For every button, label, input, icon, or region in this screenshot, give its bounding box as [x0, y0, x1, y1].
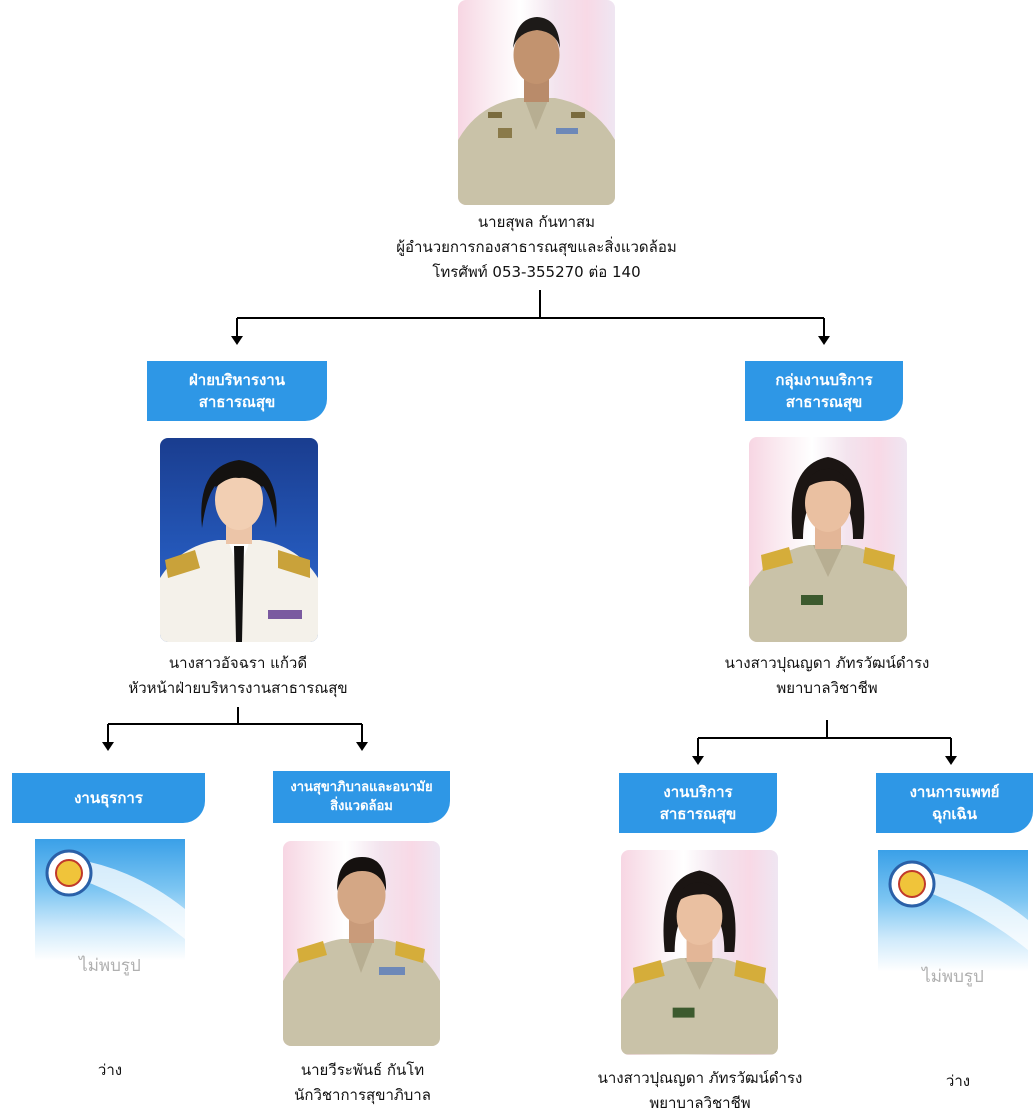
- person-title: นักวิชาการสุขาภิบาล: [294, 1086, 431, 1104]
- director-caption: นายสุพล กันทาสม ผู้อำนวยการกองสาธารณสุขแ…: [340, 210, 733, 285]
- arrow-head-icon: [231, 336, 243, 345]
- admin-head-photo: [160, 438, 318, 642]
- person-avatar-icon: [749, 457, 907, 642]
- tab-label-line1: งานสุขาภิบาลและอนามัย: [290, 780, 433, 795]
- unit-tab-sanitation: งานสุขาภิบาลและอนามัย สิ่งแวดล้อม: [273, 771, 450, 823]
- arrow-head-icon: [692, 756, 704, 765]
- admin-head-caption: นางสาวอัจฉรา แก้วดี หัวหน้าฝ่ายบริหารงาน…: [60, 651, 416, 701]
- director-name: นายสุพล กันทาสม: [477, 213, 596, 231]
- person-title: พยาบาลวิชาชีพ: [649, 1094, 751, 1112]
- arrow-head-icon: [356, 742, 368, 751]
- sanitation-officer-photo: [283, 841, 440, 1046]
- no-photo-placeholder: ไม่พบรูป: [35, 839, 185, 982]
- service-head-caption: นางสาวปุณญดา ภัทรวัฒน์ดำรง พยาบาลวิชาชีพ: [660, 651, 994, 701]
- person-name: ว่าง: [945, 1072, 971, 1090]
- tab-label-line2: สาธารณสุข: [659, 805, 737, 823]
- director-phone: โทรศัพท์ 053-355270 ต่อ 140: [432, 263, 641, 281]
- tab-label-line1: งานธุรการ: [74, 789, 143, 807]
- person-avatar-icon: [458, 17, 615, 205]
- unit2-caption: นายวีระพันธ์ กันโท นักวิชาการสุขาภิบาล: [260, 1058, 465, 1108]
- feather-icon: ไม่พบรูป: [888, 860, 1028, 987]
- tab-label-line2: สาธารณสุข: [785, 393, 863, 411]
- unit-tab-general-admin: งานธุรการ: [12, 773, 205, 823]
- person-avatar-icon: [283, 857, 440, 1046]
- unit4-caption: ว่าง: [888, 1069, 1028, 1094]
- no-photo-text: ไม่พบรูป: [77, 955, 141, 976]
- person-name: นายวีระพันธ์ กันโท: [300, 1061, 425, 1079]
- tab-label-line1: ฝ่ายบริหารงาน: [189, 371, 285, 389]
- no-photo-placeholder: ไม่พบรูป: [878, 850, 1028, 993]
- person-avatar-icon: [160, 460, 318, 642]
- person-title: หัวหน้าฝ่ายบริหารงานสาธารณสุข: [128, 679, 348, 697]
- tab-label-line2: สิ่งแวดล้อม: [330, 799, 393, 814]
- division-tab-admin: ฝ่ายบริหารงาน สาธารณสุข: [147, 361, 327, 421]
- tab-label-line1: กลุ่มงานบริการ: [775, 371, 873, 389]
- feather-icon: ไม่พบรูป: [45, 849, 185, 976]
- unit-tab-emergency: งานการแพทย์ ฉุกเฉิน: [876, 773, 1033, 833]
- service-head-photo: [749, 437, 907, 642]
- health-service-nurse-photo: [621, 850, 778, 1055]
- arrow-head-icon: [818, 336, 830, 345]
- person-name: นางสาวปุณญดา ภัทรวัฒน์ดำรง: [597, 1069, 803, 1087]
- person-name: นางสาวอัจฉรา แก้วดี: [168, 654, 308, 672]
- person-name: นางสาวปุณญดา ภัทรวัฒน์ดำรง: [724, 654, 930, 672]
- person-title: พยาบาลวิชาชีพ: [776, 679, 878, 697]
- unit-tab-health-service: งานบริการ สาธารณสุข: [619, 773, 777, 833]
- person-avatar-icon: [621, 870, 778, 1055]
- tab-label-line2: ฉุกเฉิน: [932, 805, 977, 823]
- director-title: ผู้อำนวยการกองสาธารณสุขและสิ่งแวดล้อม: [396, 238, 677, 256]
- unit3-caption: นางสาวปุณญดา ภัทรวัฒน์ดำรง พยาบาลวิชาชีพ: [560, 1066, 840, 1116]
- tab-label-line2: สาธารณสุข: [198, 393, 276, 411]
- division-tab-service: กลุ่มงานบริการ สาธารณสุข: [745, 361, 903, 421]
- no-photo-text: ไม่พบรูป: [920, 966, 984, 987]
- director-photo: [458, 0, 615, 205]
- unit1-caption: ว่าง: [40, 1058, 180, 1083]
- tab-label-line1: งานการแพทย์: [909, 783, 1000, 801]
- arrow-head-icon: [102, 742, 114, 751]
- person-name: ว่าง: [97, 1061, 123, 1079]
- tab-label-line1: งานบริการ: [663, 783, 733, 801]
- arrow-head-icon: [945, 756, 957, 765]
